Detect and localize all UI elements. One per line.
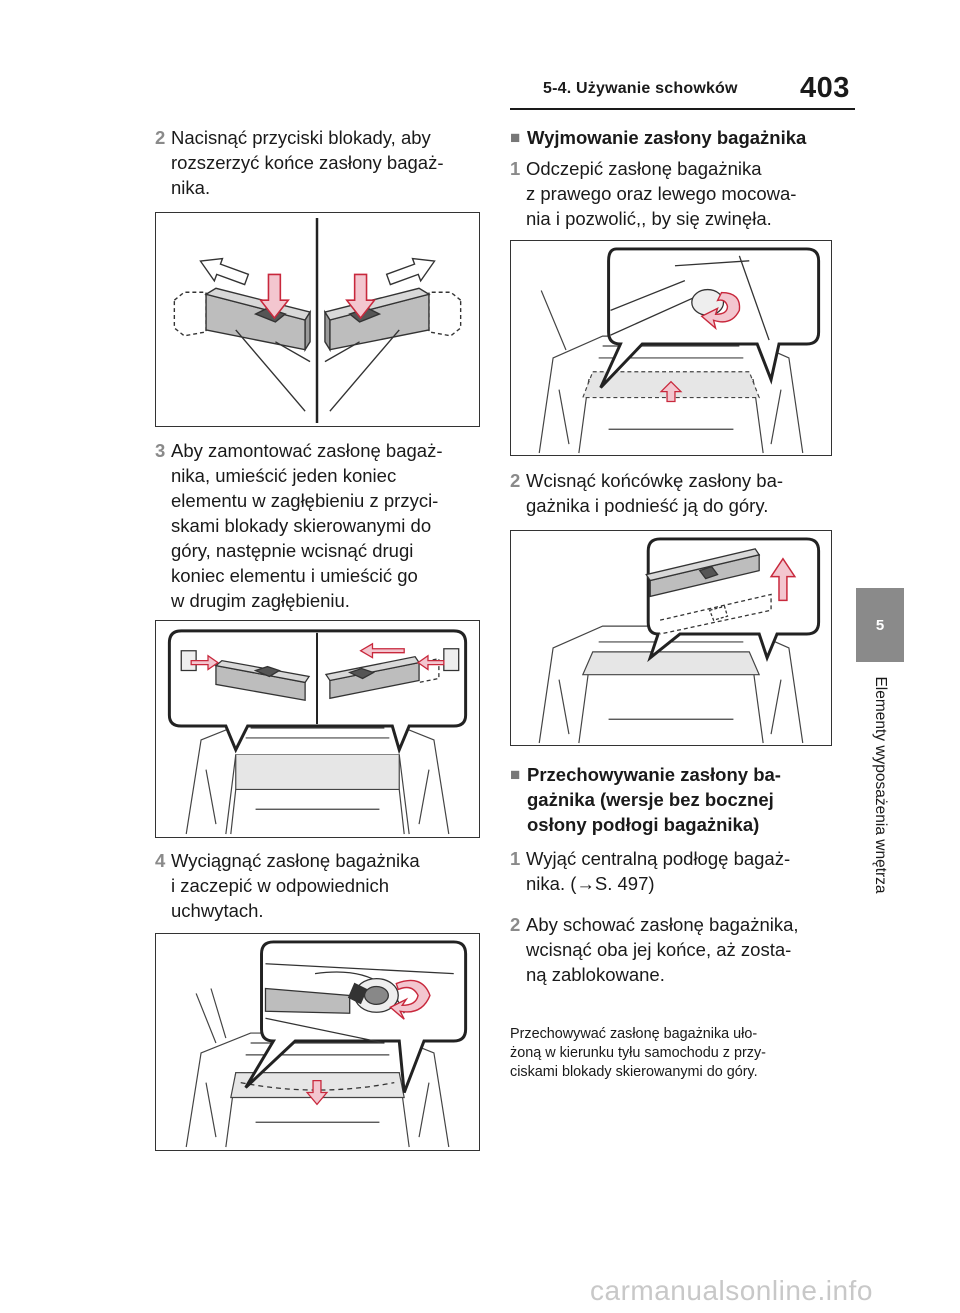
removal-step-2: 2 Wcisnąć końcówkę zasłony ba- gażnika i…: [510, 468, 850, 518]
removal-step-1: 1 Odczepić zasłonę bagażnika z prawego o…: [510, 156, 850, 231]
page-number: 403: [800, 72, 850, 104]
chapter-number: 5: [875, 616, 885, 634]
step-number: 3: [155, 440, 166, 461]
step-3-install-cover: 3 Aby zamontować zasłonę bagaż- nika, um…: [155, 438, 495, 613]
step-text: Aby schować zasłonę bagażnika, wcisnąć o…: [526, 914, 799, 985]
storage-step-2: 2 Aby schować zasłonę bagażnika, wcisnąć…: [510, 912, 850, 987]
illustration-cover-ends-extended: [173, 217, 462, 424]
step-text: Wcisnąć końcówkę zasłony ba- gażnika i p…: [526, 470, 784, 516]
figure-lift-cover: [510, 530, 832, 746]
header-divider: [510, 108, 855, 110]
step-text: Odczepić zasłonę bagażnika z prawego ora…: [526, 158, 797, 229]
figure-hook-cover-to-holders: [155, 933, 480, 1151]
illustration-cover-hooked: [185, 940, 468, 1148]
figure-detach-cover: [510, 240, 832, 456]
step-text: Wyciągnąć zasłonę bagażnika i zaczepić w…: [171, 850, 420, 921]
chapter-tab: 5: [856, 588, 904, 662]
running-header-section: 5-4. Używanie schowków: [543, 80, 738, 97]
heading-text: Przechowywanie zasłony ba- gażnika (wers…: [527, 764, 781, 835]
illustration-cover-installation: [167, 629, 468, 835]
heading-removal: ■ Wyjmowanie zasłony bagażnika: [510, 125, 850, 150]
chapter-title: Elementy wyposażenia wnętrza: [872, 676, 889, 894]
heading-text: Wyjmowanie zasłony bagażnika: [527, 127, 807, 148]
step-text: Aby zamontować zasłonę bagaż- nika, umie…: [171, 440, 443, 611]
step-text: Wyjąć centralną podłogę bagaż- nika. (→S…: [526, 848, 791, 894]
figure-extend-cover-ends: [155, 212, 480, 427]
figure-install-cover-in-recesses: [155, 620, 480, 838]
illustration-cover-lifted: [538, 537, 821, 744]
step-number: 1: [510, 158, 521, 179]
step-4-pull-cover: 4 Wyciągnąć zasłonę bagażnika i zaczepić…: [155, 848, 495, 923]
square-bullet-icon: ■: [510, 765, 521, 784]
square-bullet-icon: ■: [510, 128, 521, 147]
step-number: 2: [155, 127, 166, 148]
heading-storage: ■ Przechowywanie zasłony ba- gażnika (we…: [510, 762, 850, 837]
illustration-cover-detached: [538, 247, 821, 454]
step-text: Nacisnąć przyciski blokady, aby rozszerz…: [171, 127, 444, 198]
storage-step-1: 1 Wyjąć centralną podłogę bagaż- nika. (…: [510, 846, 850, 896]
site-watermark: carmanualsonline.info: [590, 1275, 873, 1306]
step-number: 4: [155, 850, 166, 871]
step-number: 2: [510, 470, 521, 491]
step-number: 2: [510, 914, 521, 935]
step-2-push-lock-buttons: 2 Nacisnąć przyciski blokady, aby rozsze…: [155, 125, 495, 200]
step-number: 1: [510, 848, 521, 869]
storage-note: Przechowywać zasłonę bagażnika uło- żoną…: [510, 1026, 766, 1080]
